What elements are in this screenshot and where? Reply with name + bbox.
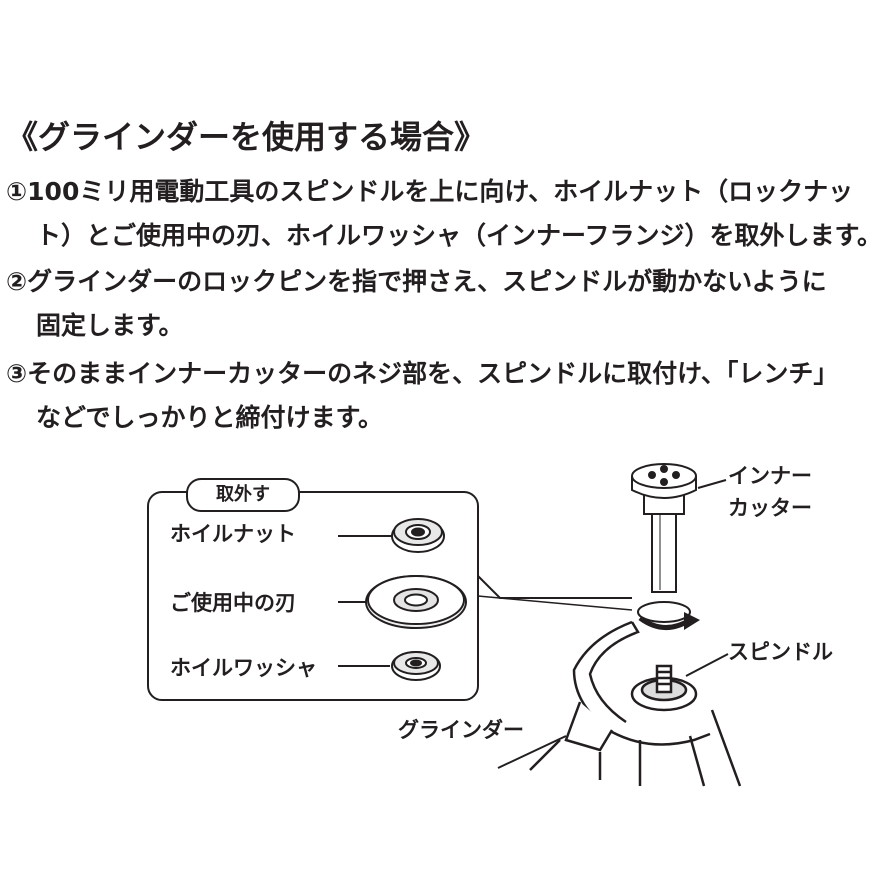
spindle-leader: [685, 653, 729, 677]
blade-icon: [365, 575, 467, 629]
step-2: ②グラインダーのロックピンを指で押さえ、スピンドルが動かないように 固定します。: [6, 260, 827, 348]
assembly-diagram: 取外す ホイルナット ご使用中の刃 ホイルワッシャ インナー カッター スピンド…: [0, 440, 886, 886]
step-1-line-1: ①100ミリ用電動工具のスピンドルを上に向け、ホイルナット（ロックナッ: [6, 177, 854, 206]
inner-cutter-leader: [697, 479, 727, 489]
inner-cutter-label-line-1: インナー: [728, 464, 812, 488]
wheel-nut-icon: [391, 518, 445, 553]
step-2-line-2: 固定します。: [36, 311, 184, 340]
grinder-icon: [529, 620, 742, 787]
step-2-line-1: ②グラインダーのロックピンを指で押さえ、スピンドルが動かないように: [6, 267, 827, 296]
wheel-nut-label: ホイルナット: [170, 522, 296, 546]
spindle-label: スピンドル: [728, 640, 833, 664]
blade-label: ご使用中の刃: [170, 591, 296, 615]
box-pointer-line: [477, 575, 632, 599]
step-3-line-2: などでしっかりと締付けます。: [36, 403, 384, 432]
inner-cutter-icon: [631, 463, 697, 593]
step-3: ③そのままインナーカッターのネジ部を、スピンドルに取付け、「レンチ」 などでしっ…: [6, 352, 838, 440]
removed-box-title: 取外す: [186, 478, 300, 512]
grinder-leader: [497, 735, 567, 769]
step-1-line-2: ト）とご使用中の刃、ホイルワッシャ（インナーフランジ）を取外します。: [36, 221, 883, 250]
grinder-label: グラインダー: [398, 718, 524, 742]
washer-label: ホイルワッシャ: [170, 656, 317, 680]
rotation-arrow-icon: [637, 601, 700, 630]
assembly-illustration: [147, 463, 742, 787]
inner-cutter-label-line-2: カッター: [728, 496, 812, 520]
page-title: 《グラインダーを使用する場合》: [6, 118, 487, 156]
step-1: ①100ミリ用電動工具のスピンドルを上に向け、ホイルナット（ロックナッ ト）とご…: [6, 170, 882, 258]
step-3-line-1: ③そのままインナーカッターのネジ部を、スピンドルに取付け、「レンチ」: [6, 359, 839, 388]
washer-icon: [391, 651, 441, 681]
